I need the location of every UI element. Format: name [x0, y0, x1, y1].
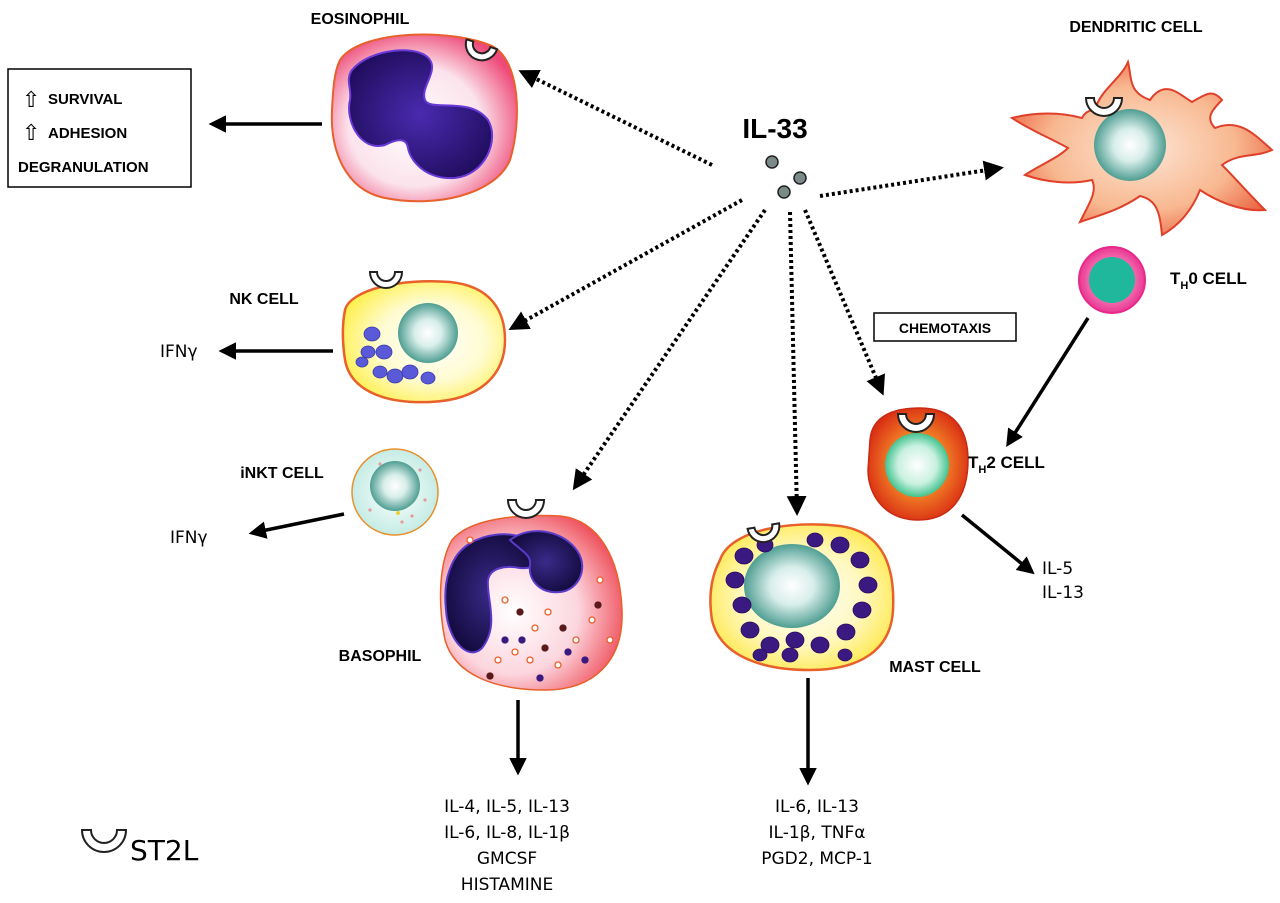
eos-degranulation: DEGRANULATION: [18, 159, 149, 176]
basophil-label: BASOPHIL: [339, 648, 422, 665]
mast-output-2: IL-1β, TNFα: [769, 823, 866, 843]
legend-st2l-label: ST2L: [130, 834, 199, 867]
il33-title: IL-33: [742, 113, 807, 144]
chemotaxis-box: [873, 312, 1017, 342]
nk-cell: [341, 280, 507, 404]
basophil-output-1: IL-4, IL-5, IL-13: [444, 797, 570, 817]
dendritic-nucleus: [1094, 109, 1166, 181]
th2-cell: [867, 407, 969, 521]
eos-arrow-1: ⇧: [22, 88, 40, 113]
arrow-th2-output: [960, 513, 1035, 575]
st2l-receptor-icon: [80, 829, 128, 853]
basophil-granules: [466, 536, 614, 682]
inkt-label: iNKT CELL: [240, 465, 324, 482]
th2-label: TH2 CELL: [968, 453, 1045, 476]
nk-label: NK CELL: [229, 291, 299, 308]
mast-nucleus: [744, 544, 840, 628]
mast-granules: [725, 532, 878, 663]
arrow-to-dendritic: [819, 160, 1004, 198]
mast-st2l-icon: [746, 522, 781, 544]
basophil-output-2: IL-6, IL-8, IL-1β: [444, 823, 570, 843]
arrow-to-eosinophil: [518, 70, 713, 167]
th0-cell: [1078, 246, 1146, 314]
arrow-to-th2: [803, 209, 885, 396]
arrow-to-basophil: [572, 208, 767, 491]
mast-output-1: IL-6, IL-13: [775, 797, 859, 817]
th0-nucleus: [1089, 257, 1135, 303]
eosinophil-st2l-icon: [464, 38, 499, 62]
inkt-output: IFNγ: [170, 528, 208, 548]
th2-output-2: IL-13: [1042, 583, 1084, 603]
eosinophil-effects-box: [7, 68, 192, 188]
nk-nucleus: [398, 303, 458, 363]
il33-molecules: [765, 155, 807, 199]
inkt-nucleus: [370, 461, 420, 511]
chemotaxis-label: CHEMOTAXIS: [899, 320, 991, 336]
arrow-inkt-output: [248, 512, 345, 539]
arrow-to-nk: [508, 198, 743, 330]
basophil-output-4: HISTAMINE: [461, 875, 553, 895]
eosinophil-nucleus: [347, 49, 494, 180]
nk-st2l-icon: [368, 271, 404, 289]
th0-label: TH0 CELL: [1170, 269, 1247, 292]
dendritic-cell: [1009, 58, 1274, 237]
eos-arrow-2: ⇧: [22, 121, 40, 146]
th2-nucleus: [885, 433, 949, 497]
arrow-th0-to-th2: [1006, 317, 1090, 447]
mast-output-3: PGD2, MCP-1: [761, 849, 873, 869]
eos-adhesion: ADHESION: [48, 125, 127, 142]
dendritic-st2l-icon: [1084, 97, 1124, 117]
eosinophil-cell: [330, 33, 518, 203]
th2-output-1: IL-5: [1042, 559, 1073, 579]
mast-cell: [709, 523, 895, 672]
inkt-cell: [351, 448, 439, 536]
nk-granules: [355, 326, 436, 385]
il33-arrows: [508, 70, 1004, 516]
mast-label: MAST CELL: [889, 659, 981, 676]
nk-output: IFNγ: [160, 342, 198, 362]
eos-survival: SURVIVAL: [48, 91, 122, 108]
basophil-nucleus: [444, 530, 584, 654]
basophil-st2l-icon: [506, 499, 546, 519]
basophil-output-3: GMCSF: [477, 849, 537, 869]
eosinophil-label: EOSINOPHIL: [311, 11, 410, 28]
arrow-to-mast: [786, 211, 807, 516]
basophil-cell: [439, 514, 623, 691]
th2-st2l-icon: [896, 413, 936, 433]
dendritic-label: DENDRITIC CELL: [1069, 19, 1203, 36]
